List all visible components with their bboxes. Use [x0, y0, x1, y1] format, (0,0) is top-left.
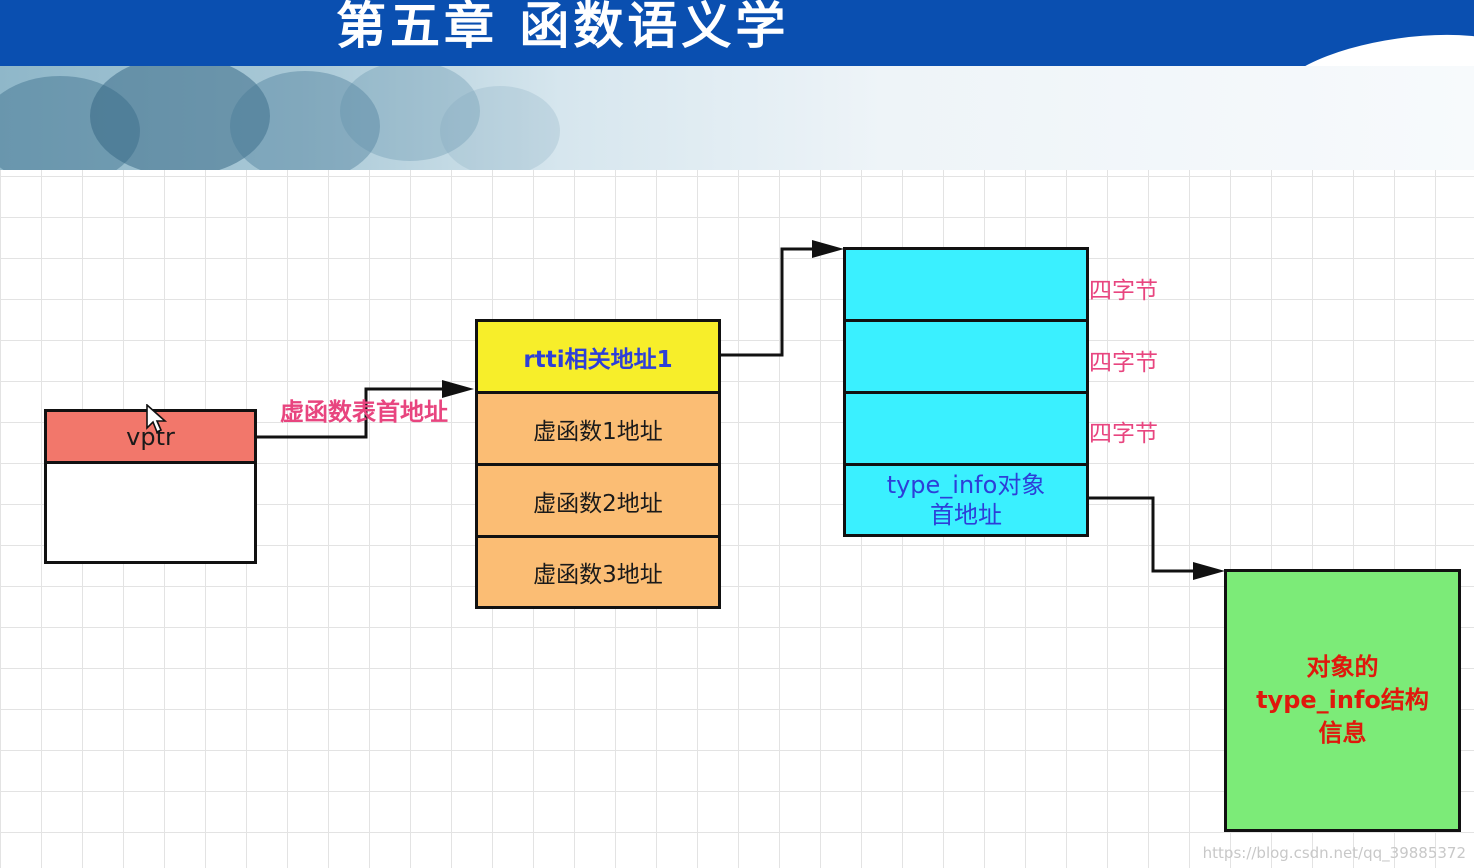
- type-info-struct-line2: type_info结构: [1256, 686, 1429, 714]
- byte-size-label: 四字节: [1089, 278, 1158, 304]
- rtti-cell-3: [843, 391, 1089, 466]
- vtable-cell-rtti: rtti相关地址1: [475, 319, 721, 394]
- vtable-pointer-label: 虚函数表首地址: [280, 398, 448, 426]
- vtable-cell-vfunc3: 虚函数3地址: [475, 535, 721, 609]
- rtti-cell-1: [843, 247, 1089, 322]
- rtti-cell-type-info: type_info对象 首地址: [843, 463, 1089, 537]
- header-banner: [0, 66, 1474, 170]
- vtable-cell-vfunc3-label: 虚函数3地址: [533, 562, 663, 588]
- vtable-cell-vfunc1: 虚函数1地址: [475, 391, 721, 466]
- vtable-cell-rtti-label: rtti相关地址1: [523, 346, 673, 373]
- vtable-cell-vfunc1-label: 虚函数1地址: [533, 418, 663, 445]
- vptr-label: vptr: [126, 422, 175, 451]
- vtable-cell-vfunc2-label: 虚函数2地址: [533, 490, 663, 517]
- type-info-label-line1: type_info对象: [886, 471, 1046, 499]
- type-info-struct-line3: 信息: [1318, 719, 1367, 747]
- type-info-struct-line1: 对象的: [1306, 653, 1379, 681]
- vtable-cell-vfunc2: 虚函数2地址: [475, 463, 721, 538]
- mouse-cursor-icon: [146, 404, 168, 434]
- page-title: 第五章 函数语义学: [336, 0, 790, 55]
- type-info-label-line2: 首地址: [930, 501, 1002, 529]
- watermark: https://blog.csdn.net/qq_39885372: [1202, 844, 1466, 862]
- byte-size-label: 四字节: [1089, 350, 1158, 376]
- byte-size-label: 四字节: [1089, 421, 1158, 447]
- title-bar: 第五章 函数语义学: [0, 0, 1474, 66]
- rtti-cell-2: [843, 319, 1089, 394]
- type-info-struct-box: 对象的 type_info结构 信息: [1224, 569, 1461, 832]
